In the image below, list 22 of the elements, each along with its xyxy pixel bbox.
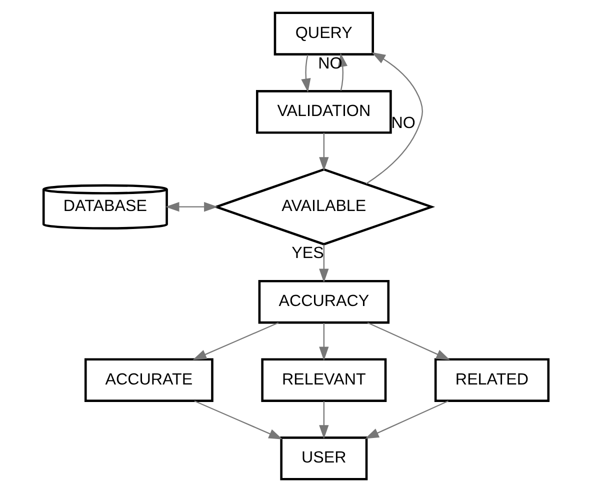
edge-label: YES (292, 244, 324, 262)
arrow (194, 400, 283, 440)
node-box: USER (280, 436, 368, 480)
arrow (319, 132, 329, 171)
node-box: RELEVANT (261, 358, 387, 402)
arrow (364, 400, 448, 439)
edge-label: NO (391, 114, 416, 132)
arrow (319, 244, 329, 283)
arrow (367, 322, 450, 360)
node-box: VALIDATION (256, 90, 392, 134)
arrow (301, 54, 311, 92)
edge-label: NO (318, 54, 342, 73)
arrow (319, 401, 329, 439)
node-diamond: AVAILABLE (212, 168, 436, 246)
arrow (366, 52, 423, 184)
arrow (165, 202, 218, 212)
arrow (319, 322, 329, 361)
node-box: ACCURATE (84, 358, 214, 402)
node-box: ACCURACY (258, 280, 390, 324)
node-box: QUERY (274, 12, 374, 56)
node-box: RELATED (434, 358, 550, 402)
arrow (192, 322, 279, 360)
